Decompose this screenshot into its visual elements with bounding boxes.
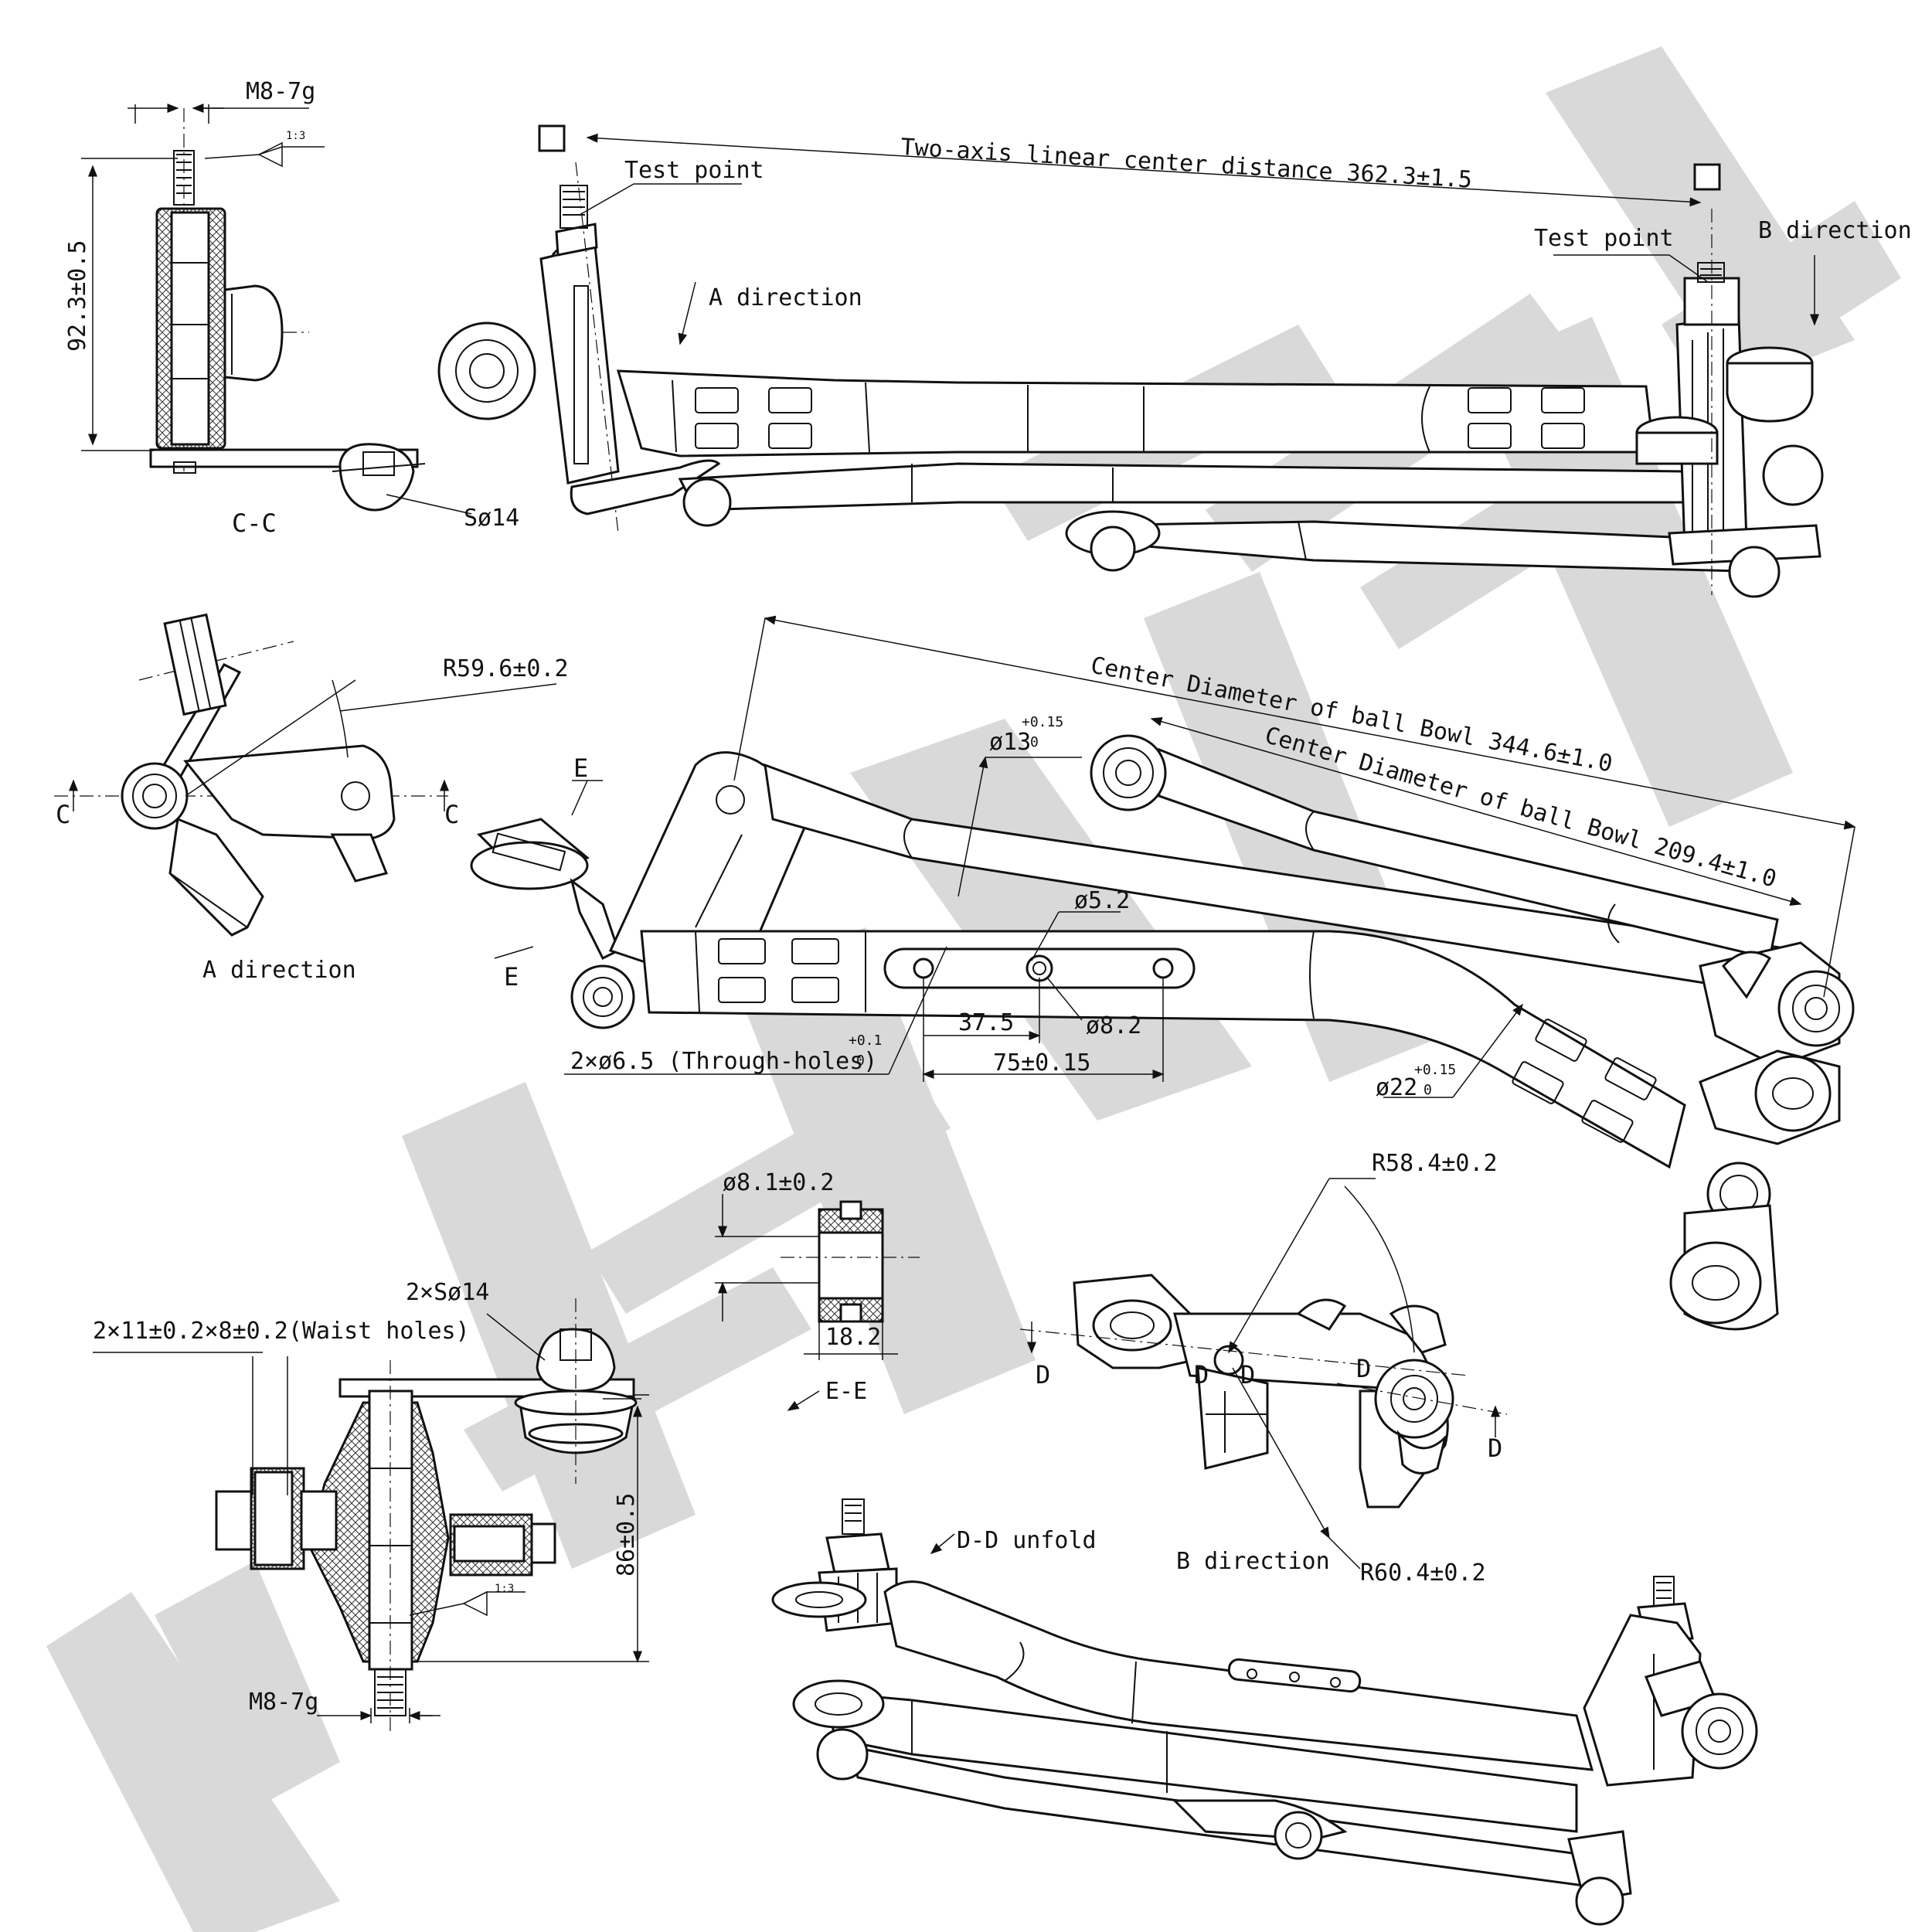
view-section-ee — [715, 1194, 920, 1411]
dim-d13: ø13 — [989, 729, 1031, 756]
dim-d22: ø22 — [1376, 1074, 1417, 1101]
dim-r59: R59.6±0.2 — [443, 655, 569, 682]
view-plan-middle — [470, 615, 1856, 1331]
square-tag-icon — [538, 124, 566, 152]
dim-75: 75±0.15 — [993, 1049, 1090, 1077]
view-dd-unfold — [771, 1498, 1758, 1926]
dim-through-tol-lower: 0 — [856, 1053, 865, 1069]
square-tag-icon — [1693, 163, 1721, 191]
mark-d-far-left: D — [1036, 1360, 1050, 1389]
view-section-bottom-left — [93, 1298, 649, 1731]
dim-through-tol-upper: +0.1 — [849, 1032, 882, 1049]
dim-sphere-cc: Sø14 — [464, 505, 519, 532]
mark-d-center-left: D — [1194, 1360, 1209, 1389]
label-section-cc: C-C — [232, 509, 277, 538]
view-b-direction — [1019, 1178, 1508, 1570]
dim-height-cc: 92.3±0.5 — [64, 240, 91, 352]
view-a-direction — [54, 613, 557, 937]
mark-e-bottom: E — [504, 962, 519, 992]
dim-through-holes: 2×ø6.5 (Through-holes) — [570, 1048, 877, 1075]
dim-waist-holes: 2×11±0.2×8±0.2(Waist holes) — [93, 1318, 470, 1345]
mark-c-left: C — [56, 800, 70, 829]
dim-r58: R58.4±0.2 — [1372, 1150, 1498, 1177]
dim-d8-1: ø8.1±0.2 — [723, 1169, 835, 1196]
label-test-point-right: Test point — [1534, 225, 1674, 252]
label-a-direction-top: A direction — [709, 284, 862, 311]
mark-d-center-right: D — [1240, 1360, 1255, 1389]
view-top-main — [437, 127, 1824, 598]
dim-d5-2: ø5.2 — [1074, 887, 1130, 914]
label-a-direction-view: A direction — [202, 957, 356, 984]
mark-c-right: C — [444, 800, 459, 829]
dim-sphere-2x: 2×Sø14 — [406, 1279, 489, 1306]
dim-37-5: 37.5 — [958, 1009, 1014, 1036]
dim-18-2: 18.2 — [825, 1324, 881, 1351]
top-view-dims — [579, 133, 1819, 345]
label-test-point-left: Test point — [624, 157, 764, 184]
view-section-cc — [81, 104, 472, 515]
dim-d8-2: ø8.2 — [1086, 1012, 1141, 1039]
label-dd-unfold: D-D unfold — [957, 1527, 1097, 1554]
dim-d22-tol-lower: 0 — [1423, 1082, 1432, 1098]
mark-d-far-right: D — [1488, 1434, 1502, 1463]
label-b-direction-top: B direction — [1758, 217, 1912, 244]
dim-r60: R60.4±0.2 — [1360, 1560, 1486, 1587]
mark-d-right: D — [1356, 1354, 1371, 1383]
dim-thread-top: M8-7g — [246, 78, 315, 105]
dim-thread-bottom: M8-7g — [249, 1689, 318, 1716]
dim-taper-bottom: 1:3 — [495, 1583, 514, 1595]
dim-d13-tol-lower: 0 — [1030, 734, 1039, 750]
label-b-direction-view: B direction — [1176, 1548, 1330, 1575]
dim-d13-tol-upper: +0.15 — [1022, 714, 1063, 730]
mark-e-top: E — [573, 753, 588, 783]
dim-taper-top: 1:3 — [286, 130, 305, 142]
dim-center-distance: Two-axis linear center distance 362.3±1.… — [900, 134, 1473, 194]
dim-height-86: 86±0.5 — [613, 1493, 640, 1577]
dim-d22-tol-upper: +0.15 — [1414, 1062, 1456, 1078]
label-section-ee: E-E — [825, 1378, 867, 1405]
